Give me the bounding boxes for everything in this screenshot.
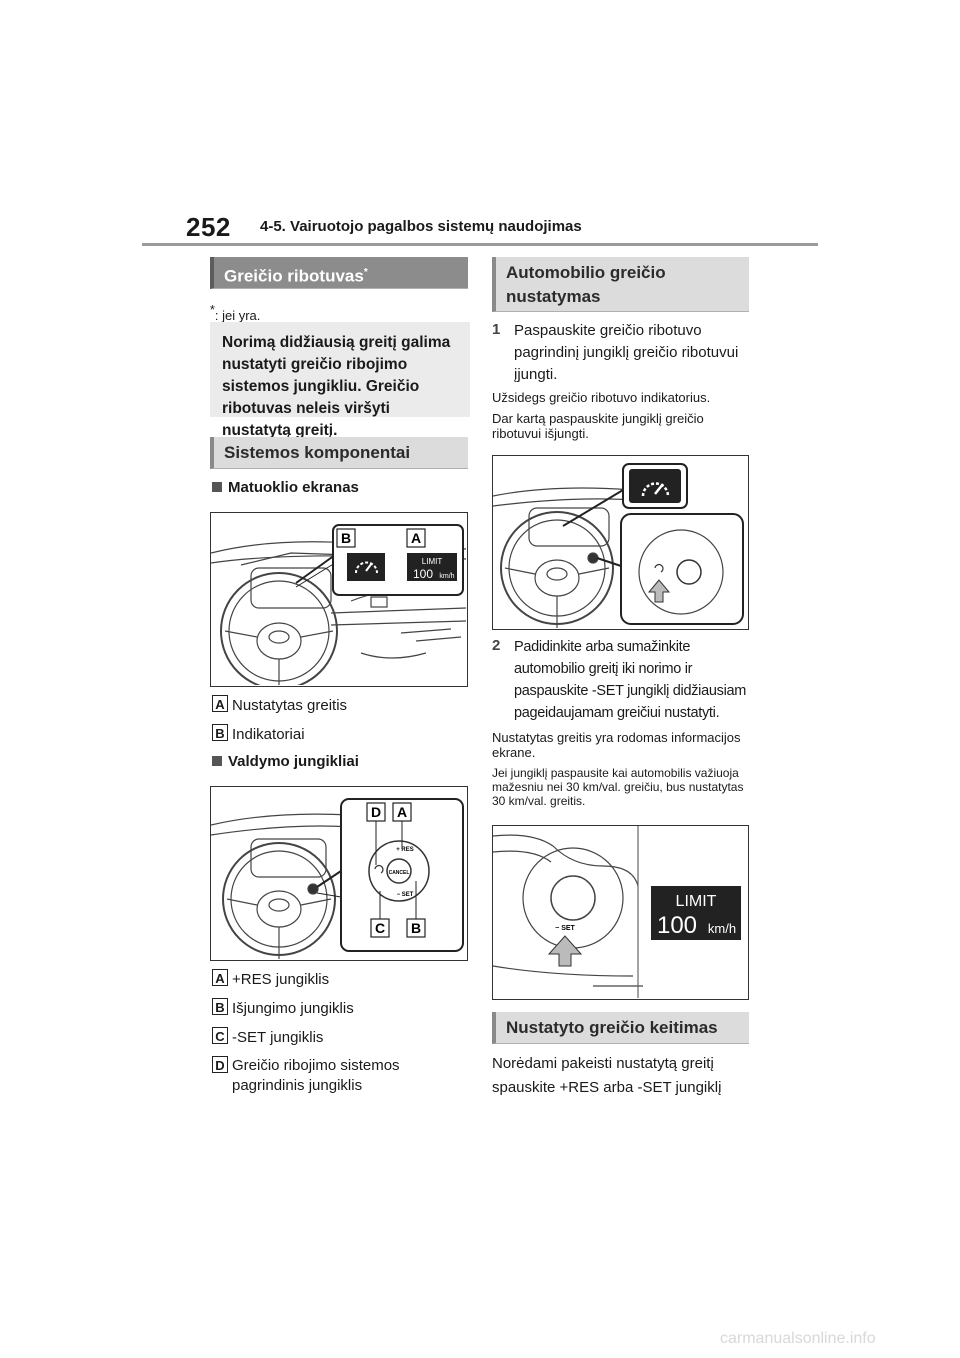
page-number: 252: [186, 212, 231, 242]
subheading-meter-text: Matuoklio ekranas: [228, 479, 359, 496]
legend-text: Išjungimo jungiklis: [232, 1000, 354, 1017]
limit-display: [407, 553, 457, 581]
subheading-control-switches: Valdymo jungikliai: [212, 753, 359, 770]
legend-text: +RES jungiklis: [232, 971, 330, 988]
legend-letter: D: [212, 1056, 228, 1073]
header-rule: [142, 243, 818, 246]
figure-main-switch: [492, 455, 749, 630]
chapter-title: 4-5. Vairuotojo pagalbos sistemų naudoji…: [260, 218, 582, 235]
subheading-meter-display: Matuoklio ekranas: [212, 479, 359, 496]
legend-letter: A: [212, 695, 228, 712]
set-label: − SET: [397, 892, 414, 898]
callout-a: A: [411, 530, 421, 546]
note-press-again: Dar kartą paspauskite jungiklį greičio r…: [492, 411, 704, 441]
figure-set-switch: − SET LIMIT 100 km/h: [492, 825, 749, 1000]
callout-a-box: [406, 528, 426, 548]
figure-control-switches: CANCEL + RES − SET D A C B: [210, 786, 468, 961]
step-text: Paspauskite greičio ribotuvo pagrindinį …: [514, 322, 739, 383]
watermark: carmanualsonline.info: [720, 1330, 876, 1347]
legend-text: Greičio ribojimo sistemos pagrindinis ju…: [232, 1057, 400, 1094]
limit-label: LIMIT: [676, 893, 717, 910]
cancel-label: CANCEL: [389, 870, 410, 876]
legend-item: C-SET jungiklis: [212, 1027, 468, 1048]
footnote: *: jei yra.: [210, 300, 260, 326]
callout-d: D: [371, 804, 381, 820]
limit-value: 100: [657, 912, 697, 939]
legend-text: -SET jungiklis: [232, 1029, 324, 1046]
meter-illustration: B A LIMIT 100 km/h: [211, 524, 466, 685]
section-title-speed-setting: Automobilio greičio nustatymas: [492, 257, 749, 312]
set-switch-illustration: − SET LIMIT 100 km/h: [493, 826, 741, 998]
main-switch-icon: [654, 564, 664, 573]
limit-label: LIMIT: [422, 557, 443, 566]
step-number: 1: [492, 321, 501, 338]
footnote-mark: *: [210, 303, 215, 317]
press-arrow-icon: [647, 579, 671, 603]
section-title-components: Sistemos komponentai: [210, 437, 468, 469]
section-title-change-speed: Nustatyto greičio keitimas: [492, 1012, 749, 1044]
note-minimum-speed: Jei jungiklį paspausite kai automobilis …: [492, 766, 744, 808]
legend-item: A+RES jungiklis: [212, 969, 468, 990]
legend-letter: B: [212, 724, 228, 741]
section-title-speed-limiter: Greičio ribotuvas*: [210, 257, 468, 289]
note-displayed: Nustatytas greitis yra rodomas informaci…: [492, 730, 741, 760]
callout-b-box: [336, 528, 356, 548]
intro-box: Norimą didžiausią greitį galima nustatyt…: [210, 322, 470, 439]
set-label: − SET: [555, 925, 575, 932]
legend-letter: A: [212, 969, 228, 986]
figure-meter-display: B A LIMIT 100 km/h: [210, 512, 468, 687]
callout-b: B: [411, 920, 421, 936]
footnote-text: : jei yra.: [214, 308, 261, 323]
speed-limiter-indicator-icon: [629, 469, 681, 503]
step-2: 2 Padidinkite arba sumažinkite automobil…: [492, 636, 750, 724]
step-text: Padidinkite arba sumažinkite automobilio…: [514, 639, 747, 721]
subheading-switches-text: Valdymo jungikliai: [228, 753, 359, 770]
bullet-square-icon: [212, 482, 222, 492]
limit-display: [651, 886, 741, 940]
legend-text: Nustatytas greitis: [232, 697, 348, 714]
section-title-text: Greičio ribotuvas: [224, 266, 364, 286]
legend-text: Indikatoriai: [232, 726, 305, 743]
legend-letter: C: [212, 1027, 228, 1044]
limit-unit: km/h: [708, 921, 736, 936]
speed-limiter-switch-icon: [374, 865, 384, 874]
callout-a: A: [397, 804, 407, 820]
limit-value: 100: [413, 567, 433, 581]
res-label: + RES: [396, 847, 414, 853]
legend-letter: B: [212, 998, 228, 1015]
main-switch-illustration: [493, 463, 744, 628]
bullet-square-icon: [212, 756, 222, 766]
speed-limiter-indicator-icon: [347, 553, 385, 581]
note-indicator-on: Užsidegs greičio ribotuvo indikatorius.: [492, 390, 711, 405]
callout-b: B: [341, 530, 351, 546]
press-arrow-icon: [547, 935, 583, 967]
section-title-mark: *: [363, 267, 368, 278]
step-number: 2: [492, 637, 501, 654]
step-1: 1 Paspauskite greičio ribotuvo pagrindin…: [492, 320, 750, 386]
change-speed-text: Norėdami pakeisti nustatytą greitį spaus…: [492, 1055, 722, 1096]
limit-unit: km/h: [439, 573, 454, 580]
callout-c: C: [375, 920, 385, 936]
switches-illustration: CANCEL + RES − SET D A C B: [211, 798, 464, 959]
